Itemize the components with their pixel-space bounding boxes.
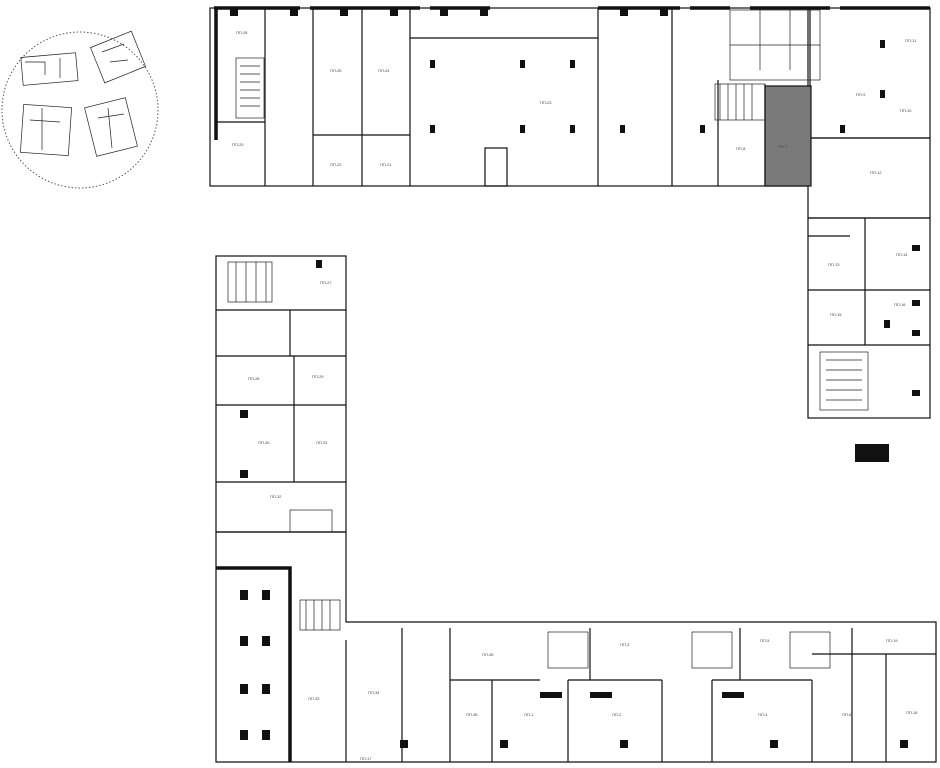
bottom-wing: ПП-33 ПП-34 ПП-35 ПП-36 ПП-1 ПП-2 ПП-3 П… <box>215 531 937 763</box>
room-label: ПП-24 <box>378 68 390 73</box>
room-label: ПП-3 <box>620 642 630 647</box>
room-label: ПП-31 <box>316 440 328 445</box>
room-label: ПП-22 <box>330 162 342 167</box>
room-label: ПП-21 <box>380 162 392 167</box>
room-label: ПП-30 <box>258 440 270 445</box>
room-label: ПП-9 <box>856 92 866 97</box>
room-label: ПП-7 <box>778 144 788 149</box>
room-label: ПП-33 <box>308 696 320 701</box>
room-label: ПП-18 <box>906 710 918 715</box>
room-label: ПП-19 <box>886 638 898 643</box>
room-label: ПП-27 <box>320 280 332 285</box>
north-arrow-block <box>855 444 889 462</box>
room-label: ПП-8 <box>736 146 746 151</box>
room-label: ПП-16 <box>894 302 906 307</box>
room-label: ПП-4 <box>758 712 768 717</box>
top-wing: ПП-26 ПП-25 ПП-24 ПП-23 ПП-22 ПП-21 ПП-7… <box>209 6 931 219</box>
room-label: ПП-29 <box>312 374 324 379</box>
room-label: ПП-36 <box>466 712 478 717</box>
room-label: ПП-32 <box>270 494 282 499</box>
room-label: ПП-26 <box>236 30 248 35</box>
room-label: ПП-34 <box>368 690 380 695</box>
right-wing: ПП-13 ПП-14 ПП-15 ПП-16 <box>807 217 931 462</box>
room-label: ПП-6 <box>842 712 852 717</box>
room-label: ПП-5 <box>760 638 770 643</box>
room-label: ПП-35 <box>482 652 494 657</box>
room-label: ПП-2 <box>612 712 622 717</box>
room-label: ПП-11 <box>905 38 917 43</box>
room-label: ПП-20 <box>232 142 244 147</box>
room-label: ПП-17 <box>360 756 372 761</box>
room-label: ПП-1 <box>524 712 534 717</box>
room-label: ПП-12 <box>870 170 882 175</box>
room-label: ПП-25 <box>330 68 342 73</box>
room-label: ПП-23 <box>540 100 552 105</box>
selected-unit[interactable] <box>764 85 812 187</box>
room-label: ПП-13 <box>828 262 840 267</box>
room-label: ПП-15 <box>830 312 842 317</box>
room-label: ПП-10 <box>900 108 912 113</box>
key-plan <box>1 30 159 189</box>
room-label: ПП-28 <box>248 376 260 381</box>
left-wing: ПП-27 ПП-28 ПП-29 ПП-30 ПП-31 ПП-32 <box>215 255 347 533</box>
room-label: ПП-14 <box>896 252 908 257</box>
